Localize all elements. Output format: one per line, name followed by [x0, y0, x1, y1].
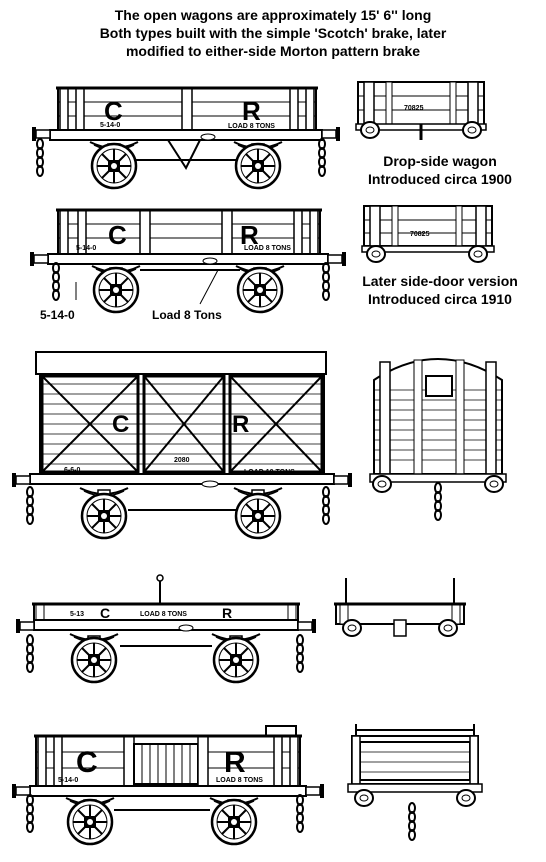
van-end-view [369, 358, 507, 521]
wagon2-letter-r: R [240, 220, 259, 250]
wagon4-letter-r: R [222, 605, 232, 621]
wagon2-tare-callout: 5-14-0 [40, 308, 75, 322]
van-tare: 6-6-0 [64, 467, 80, 474]
van-letter-r: R [232, 411, 249, 438]
header-line-1: The open wagons are approximately 15' 6'… [114, 7, 432, 23]
wagon1-side-view: C R 5-14-0 LOAD 8 TONS [31, 86, 341, 190]
wagon2-caption-line-1: Later side-door version [362, 273, 518, 289]
header-line-3: modified to either-side Morton pattern b… [125, 43, 421, 59]
wagon4-tare: 5-13 [70, 611, 84, 618]
wagon5-end-view [347, 724, 483, 841]
wagon4-end-view [334, 578, 466, 637]
wagon1-end-number: 70825 [404, 105, 424, 112]
wagon1-tare: 5-14-0 [100, 122, 120, 129]
wagon2-end-view: 70825 [361, 205, 495, 263]
wagon5-letter-r: R [224, 746, 246, 779]
wagon4-letter-c: C [100, 605, 110, 621]
wagon5-letter-c: C [76, 746, 98, 779]
van-letter-c: C [112, 411, 129, 438]
wagon4-load: LOAD 8 TONS [140, 611, 187, 618]
wagon2-caption: Later side-door version Introduced circa… [336, 272, 544, 308]
wagon2-caption-line-2: Introduced circa 1910 [368, 291, 512, 307]
wagon2-letter-c: C [108, 220, 127, 250]
wagon5-load: LOAD 8 TONS [216, 777, 263, 784]
wagon1-load: LOAD 8 TONS [228, 123, 275, 130]
wagon2-load-callout: Load 8 Tons [152, 308, 222, 322]
wagon1-end-view: 70825 [355, 81, 487, 140]
van-load: LOAD 10 TONS [244, 469, 295, 476]
wagon5-side-view: C R 5-14-0 LOAD 8 TONS [11, 725, 325, 846]
wagon5-tare: 5-14-0 [58, 777, 78, 784]
wagon1-caption: Drop-side wagon Introduced circa 1900 [340, 152, 540, 188]
van-number: 2080 [174, 457, 190, 464]
header-line-2: Both types built with the simple 'Scotch… [99, 25, 447, 41]
wagon2-side-view: C R 5-14-0 LOAD 8 TONS [29, 208, 347, 314]
wagon2-end-number: 70825 [410, 231, 430, 238]
wagon1-caption-line-1: Drop-side wagon [383, 153, 497, 169]
header: The open wagons are approximately 15' 6'… [40, 6, 506, 60]
wagon1-letter-r: R [242, 96, 261, 126]
van-side-view: C R 2080 6-6-0 LOAD 10 TONS [11, 351, 353, 540]
wagon2-tare: 5-14-0 [76, 245, 96, 252]
wagon1-letter-c: C [104, 96, 123, 126]
wagon1-caption-line-2: Introduced circa 1900 [368, 171, 512, 187]
wagon2-load: LOAD 8 TONS [244, 245, 291, 252]
wagon4-side-view: 5-13 C LOAD 8 TONS R [15, 574, 317, 684]
